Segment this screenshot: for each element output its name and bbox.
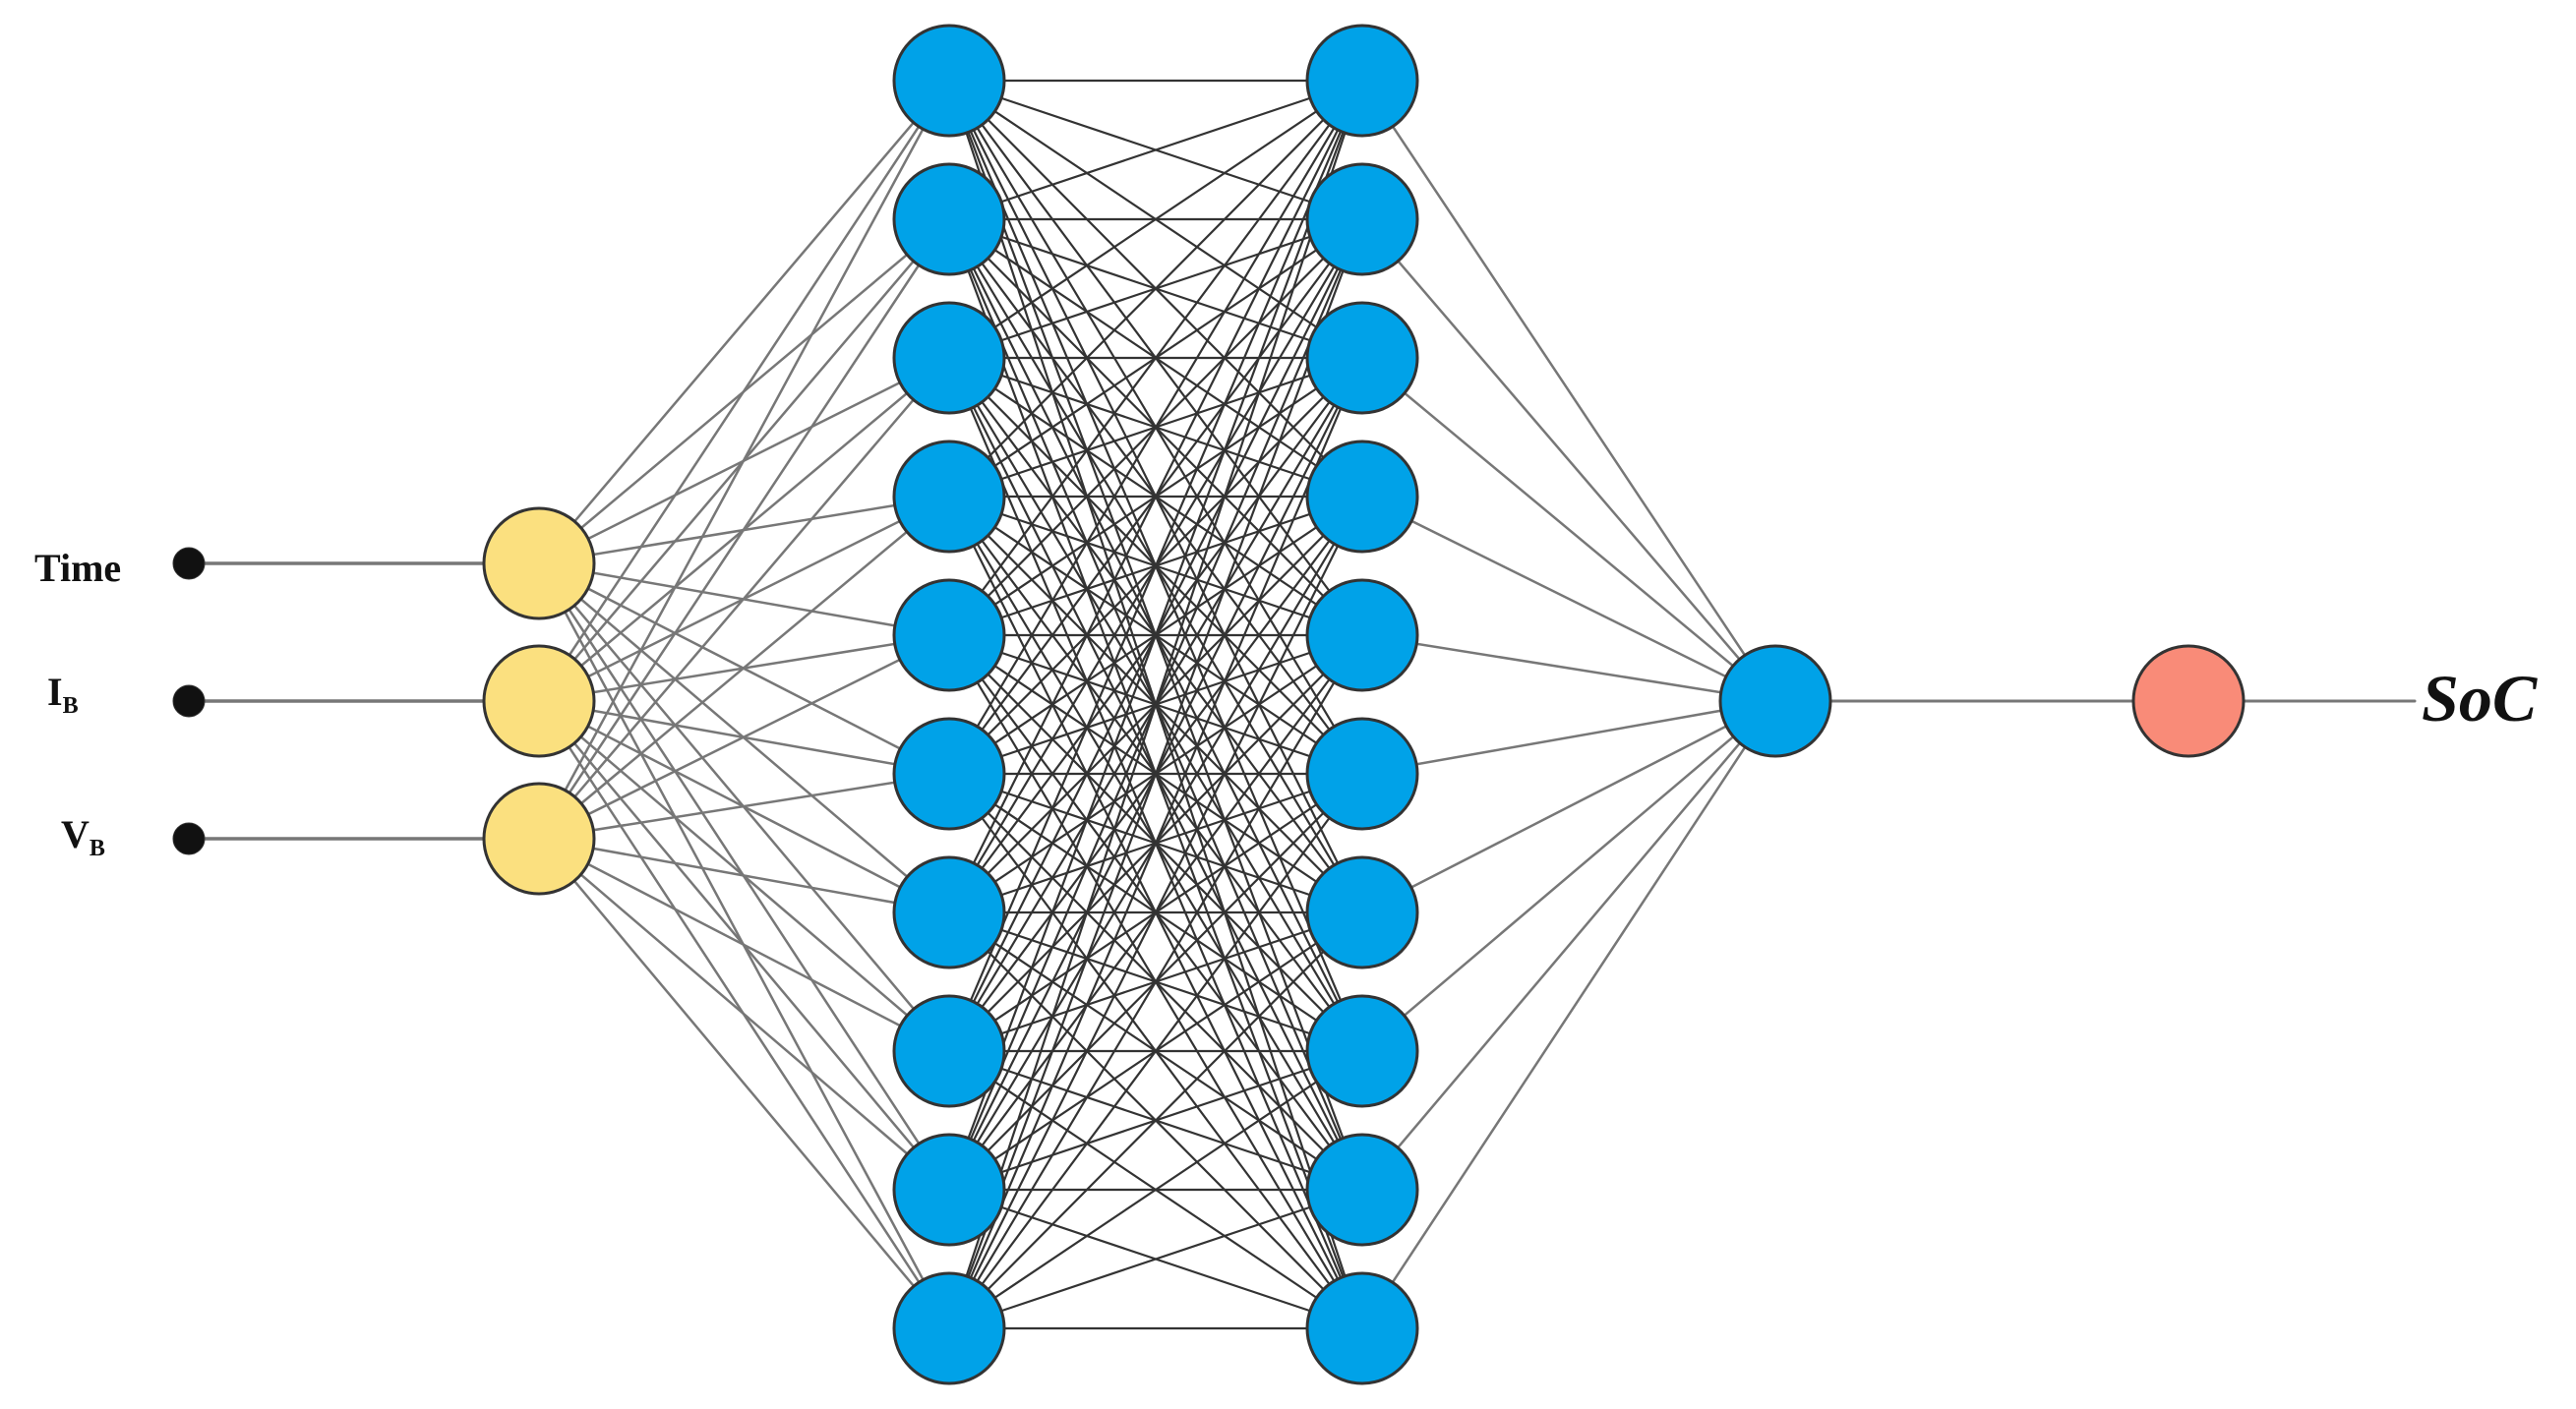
connection-input-to-hidden1 — [537, 837, 951, 914]
connection-hidden1-to-hidden2 — [947, 772, 1364, 1330]
connection-hidden1-to-hidden2 — [947, 79, 1364, 1192]
connections-layer — [537, 79, 2417, 1330]
hidden-layer-1-neuron — [892, 301, 1006, 415]
hidden-layer-2-neuron — [1305, 855, 1419, 969]
input-neuron — [482, 782, 596, 896]
connection-hidden1-to-hidden2 — [947, 79, 1364, 360]
input-label-voltage: VB — [61, 812, 105, 861]
hidden-layer-1-neuron — [892, 578, 1006, 692]
hidden-layer-1-neuron — [892, 24, 1006, 138]
connection-input-to-hidden1 — [537, 495, 951, 841]
hidden-layer-1-neuron — [892, 440, 1006, 554]
connection-hidden1-to-hidden2 — [947, 79, 1364, 1330]
hidden-layer-1-neuron — [892, 162, 1006, 276]
final-node — [2131, 644, 2246, 758]
nodes-layer — [482, 24, 2246, 1385]
hidden-layer-2-neuron — [1305, 1271, 1419, 1385]
connection-hidden2-to-output — [1360, 356, 1777, 703]
connection-hidden2-to-output — [1360, 699, 1777, 1192]
connection-hidden1-to-hidden2 — [947, 79, 1364, 221]
connection-hidden1-to-hidden2 — [947, 356, 1364, 1330]
connection-input-to-hidden1 — [537, 79, 951, 841]
input-lines-layer — [172, 547, 541, 855]
hidden-layer-2-neuron — [1305, 162, 1419, 276]
hidden-layer-2-neuron — [1305, 1133, 1419, 1247]
connection-hidden2-to-output — [1360, 699, 1777, 914]
hidden-layer-2-neuron — [1305, 301, 1419, 415]
hidden-layer-2-neuron — [1305, 717, 1419, 831]
connection-hidden1-to-hidden2 — [947, 79, 1364, 914]
connection-input-to-hidden1 — [537, 837, 951, 1192]
input-dot — [172, 684, 206, 718]
connection-hidden2-to-output — [1360, 699, 1777, 776]
connection-input-to-hidden1 — [537, 837, 951, 1330]
input-neuron — [482, 644, 596, 758]
input-dot — [172, 822, 206, 855]
connection-hidden1-to-hidden2 — [947, 79, 1364, 499]
connection-hidden2-to-output — [1360, 217, 1777, 703]
connection-hidden1-to-hidden2 — [947, 1049, 1364, 1330]
hidden-layer-2-neuron — [1305, 578, 1419, 692]
connection-input-to-hidden1 — [537, 633, 951, 841]
input-neuron — [482, 506, 596, 620]
connection-hidden1-to-hidden2 — [947, 1188, 1364, 1330]
hidden-layer-2-neuron — [1305, 994, 1419, 1108]
input-dot — [172, 547, 206, 580]
connection-hidden1-to-hidden2 — [947, 495, 1364, 1330]
hidden-layer-1-neuron — [892, 855, 1006, 969]
connection-input-to-hidden1 — [537, 356, 951, 841]
connection-input-to-hidden1 — [537, 217, 951, 841]
connection-hidden2-to-output — [1360, 699, 1777, 1330]
input-label-current: IB — [47, 670, 79, 719]
connection-hidden1-to-hidden2 — [947, 217, 1364, 1330]
output-label-soc: SoC — [2422, 661, 2538, 735]
output-neuron — [1718, 644, 1832, 758]
hidden-layer-1-neuron — [892, 1133, 1006, 1247]
hidden-layer-1-neuron — [892, 994, 1006, 1108]
hidden-layer-1-neuron — [892, 1271, 1006, 1385]
input-label-time: Time — [34, 546, 121, 590]
connection-hidden2-to-output — [1360, 699, 1777, 1053]
connection-hidden1-to-hidden2 — [947, 79, 1364, 1053]
connection-input-to-hidden1 — [537, 837, 951, 1053]
connection-hidden1-to-hidden2 — [947, 79, 1364, 776]
connection-input-to-hidden1 — [537, 79, 951, 703]
connection-hidden1-to-hidden2 — [947, 79, 1364, 637]
connection-hidden1-to-hidden2 — [947, 910, 1364, 1330]
connection-input-to-hidden1 — [537, 772, 951, 841]
connection-hidden2-to-output — [1360, 633, 1777, 703]
input-label-group: Time IB VB — [34, 546, 121, 861]
connection-hidden2-to-output — [1360, 79, 1777, 703]
hidden-layer-2-neuron — [1305, 24, 1419, 138]
connection-input-to-hidden1 — [537, 79, 951, 565]
hidden-layer-1-neuron — [892, 717, 1006, 831]
connection-hidden1-to-hidden2 — [947, 633, 1364, 1330]
hidden-layer-2-neuron — [1305, 440, 1419, 554]
connection-hidden2-to-output — [1360, 495, 1777, 703]
